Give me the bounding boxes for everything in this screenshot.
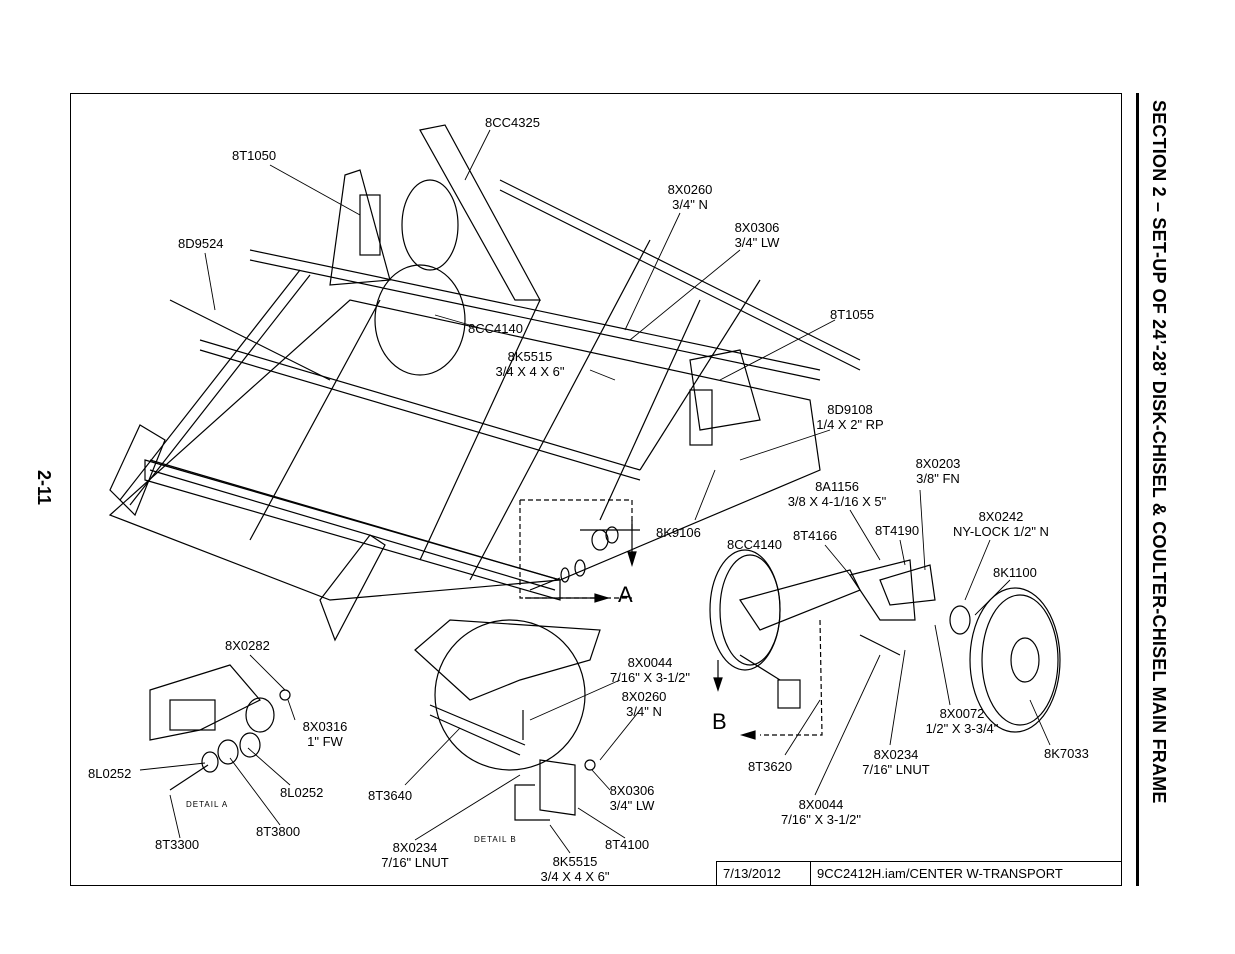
label-8cc4140-mid: 8CC4140 xyxy=(727,537,782,552)
footer-date: 7/13/2012 xyxy=(716,861,811,886)
label-8x0282: 8X0282 xyxy=(225,638,270,653)
label-8d9524: 8D9524 xyxy=(178,236,224,251)
section-title: SECTION 2 – SET-UP OF 24’-28’ DISK-CHISE… xyxy=(1149,100,1169,804)
label-8t4190: 8T4190 xyxy=(875,523,920,538)
label-8k9106: 8K9106 xyxy=(656,525,701,540)
label-8t3640: 8T3640 xyxy=(368,788,413,803)
detail-a-drawing xyxy=(149,664,291,791)
page-number: 2-11 xyxy=(34,470,54,506)
label-8t4100: 8T4100 xyxy=(605,837,650,852)
label-8t3620: 8T3620 xyxy=(748,759,793,774)
label-8k7033: 8K7033 xyxy=(1044,746,1089,761)
label-8t1055: 8T1055 xyxy=(830,307,875,322)
label-8l0252-right: 8L0252 xyxy=(280,785,324,800)
title-rule xyxy=(1136,93,1139,886)
label-8t1050: 8T1050 xyxy=(232,148,277,163)
label-8k1100: 8K1100 xyxy=(993,565,1037,580)
label-8t3800: 8T3800 xyxy=(256,824,301,839)
leader-lines xyxy=(139,129,1051,854)
label-8t3300: 8T3300 xyxy=(155,837,200,852)
detail-a-callout xyxy=(519,499,637,603)
detail-b-caption: DETAIL B xyxy=(474,835,517,844)
detail-b-letter: B xyxy=(712,709,727,734)
footer-file: 9CC2412H.iam/CENTER W-TRANSPORT xyxy=(810,861,1122,886)
label-8cc4140-top: 8CC4140 xyxy=(468,321,523,336)
main-frame-drawing xyxy=(108,124,861,642)
label-8t4166: 8T4166 xyxy=(793,528,838,543)
label-8l0252-left: 8L0252 xyxy=(88,766,132,781)
transport-wheel-assembly xyxy=(709,549,1061,740)
label-8cc4325: 8CC4325 xyxy=(485,115,540,130)
detail-a-caption: DETAIL A xyxy=(186,800,229,809)
drawing-frame xyxy=(70,93,1122,886)
detail-b-drawing xyxy=(414,619,601,821)
detail-a-letter: A xyxy=(618,582,633,607)
